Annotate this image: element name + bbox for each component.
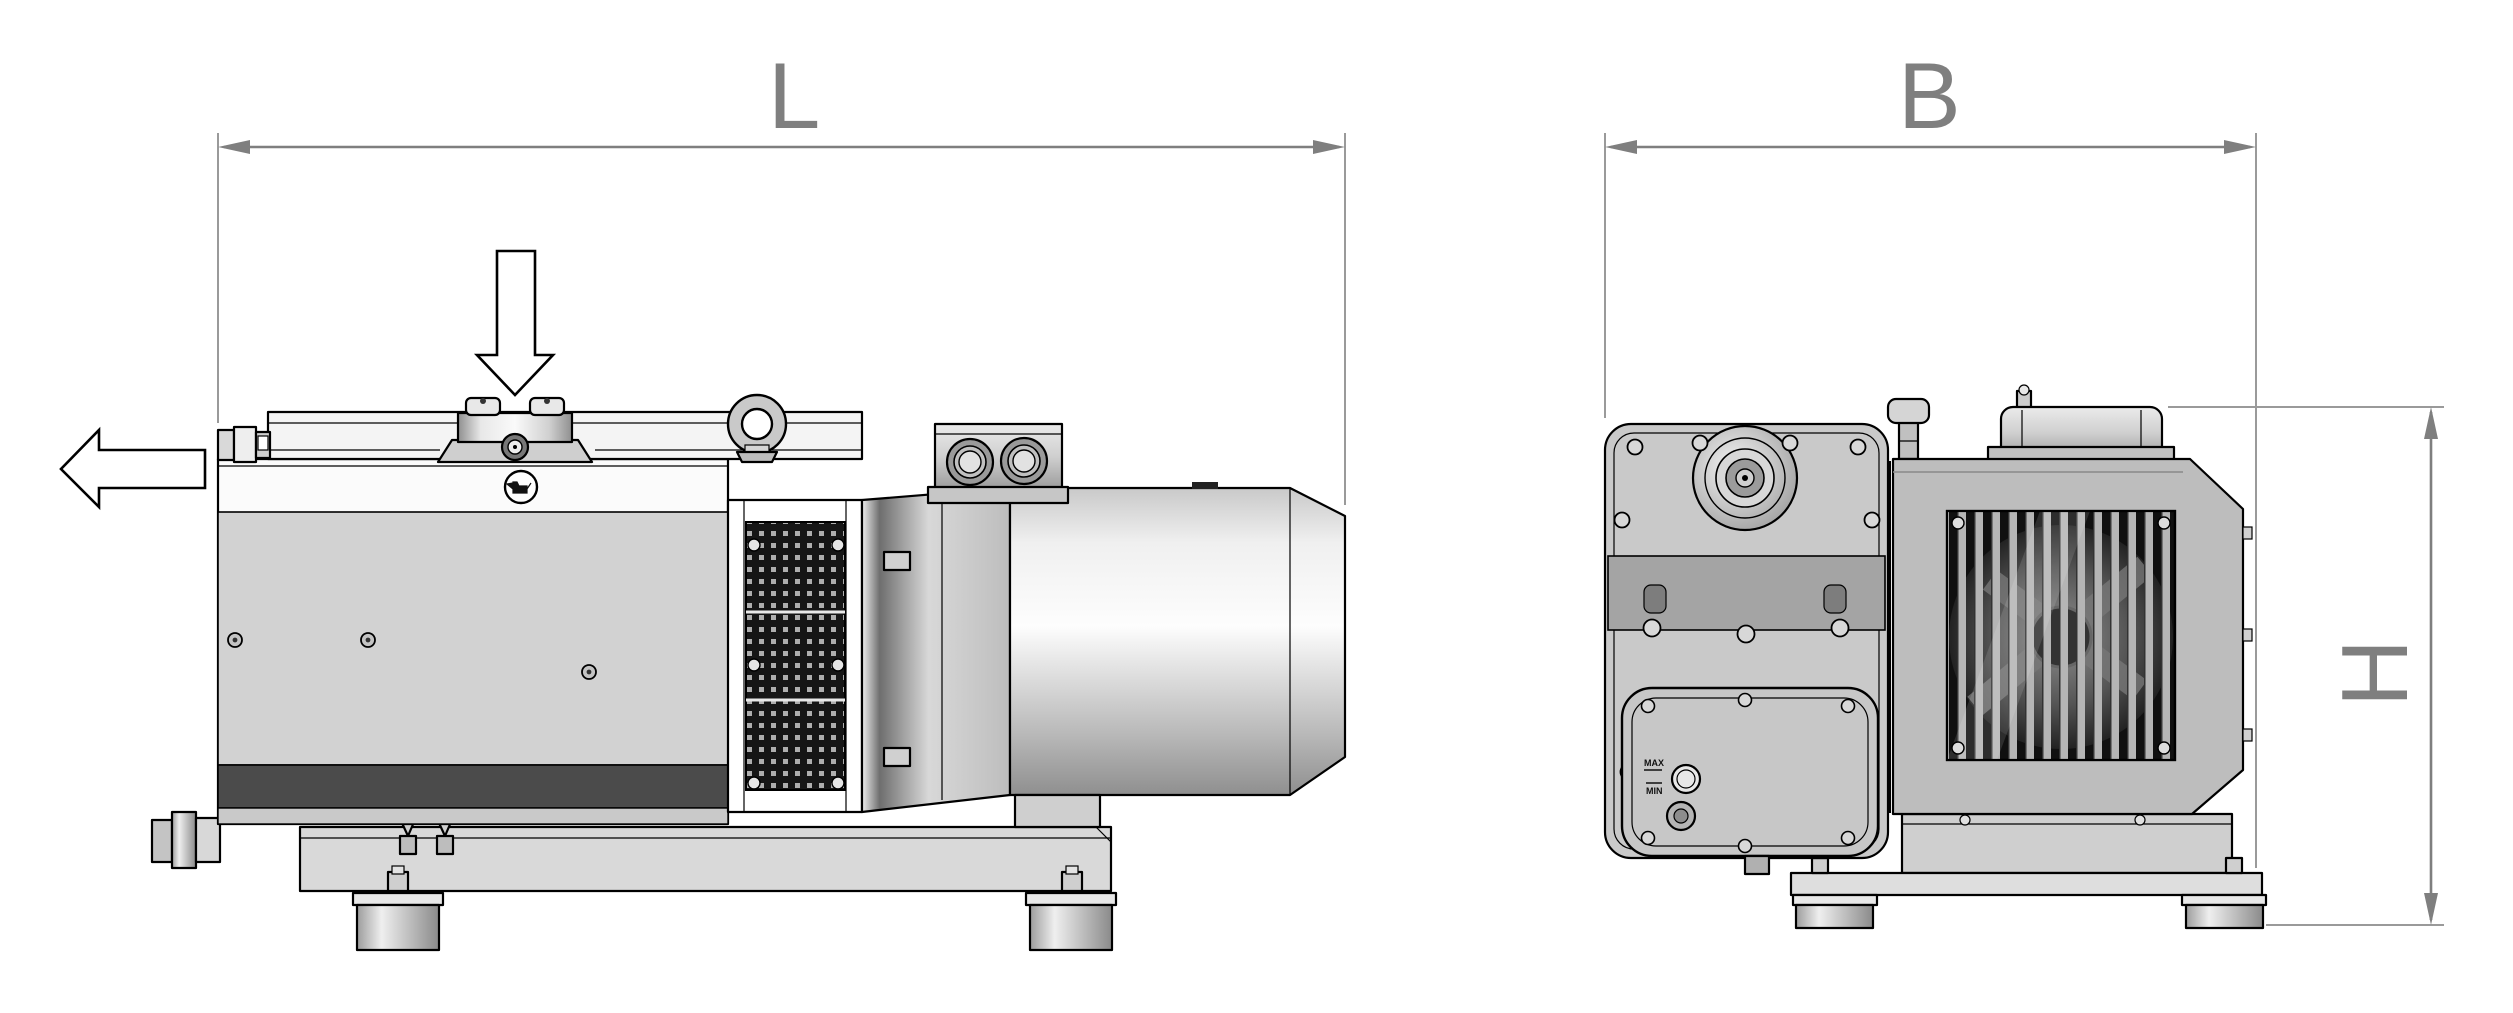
machine-foot — [1024, 891, 1118, 952]
foot-plate — [1789, 871, 2264, 897]
band-recess — [1643, 584, 1667, 614]
arrowhead-up-icon — [2424, 407, 2438, 439]
foot-bolt — [1060, 865, 1084, 893]
dark-skirt-band — [217, 764, 729, 809]
oil-sight-glass-top — [1691, 424, 1799, 532]
pump-body — [216, 457, 730, 826]
side-panel — [217, 511, 729, 766]
base-rail — [298, 825, 1113, 893]
oil-sight-glass — [1670, 763, 1702, 795]
base-frame — [1789, 812, 2264, 897]
oil-max-label: MAX — [1644, 758, 1664, 768]
base-bracket — [1900, 812, 2234, 875]
oil-fill-icon — [503, 469, 539, 505]
band-recess — [1823, 584, 1847, 614]
fan-cowl — [1891, 457, 2253, 816]
coupling-guard — [726, 498, 864, 814]
side-view: L — [59, 43, 1347, 952]
screw-head — [581, 664, 597, 680]
motor — [926, 422, 1347, 829]
motor-end-cap — [1986, 384, 2176, 463]
cover-bolts — [1640, 692, 1856, 854]
base-frame — [298, 825, 1113, 893]
motor-body — [1008, 486, 1347, 797]
grille-screw — [1951, 741, 1965, 755]
arrowhead-down-icon — [2424, 893, 2438, 925]
bottom-stub — [1743, 854, 1771, 876]
mesh-grille — [745, 521, 846, 791]
foot-bolt — [2224, 856, 2244, 875]
dimension-width: B — [1604, 43, 2257, 868]
screw-head — [360, 632, 376, 648]
base-rail-chamfer — [1095, 826, 1112, 843]
bracket-bolt — [2134, 814, 2146, 826]
lug-bolt — [544, 398, 550, 404]
grille-screw — [1951, 516, 1965, 530]
length-label: L — [768, 43, 820, 148]
hex-bolt — [882, 746, 912, 768]
arrow-down-icon — [473, 249, 557, 397]
arrowhead-right-icon — [1313, 140, 1345, 154]
inlet-flange — [436, 396, 594, 464]
machine-foot — [1791, 893, 1879, 930]
arrowhead-right-icon — [2224, 140, 2256, 154]
mesh-screws — [747, 538, 845, 790]
grille-screw — [2157, 741, 2171, 755]
arrowhead-left-icon — [1605, 140, 1637, 154]
oil-separator-box: MAX MIN — [1603, 422, 1890, 876]
oil-box-lower-cover: MAX MIN — [1620, 686, 1880, 858]
cowl-tab — [2242, 526, 2253, 540]
cable-gland — [999, 436, 1049, 486]
oil-drain-plug — [1665, 800, 1697, 832]
cowl-tab — [2242, 628, 2253, 642]
oil-min-label: MIN — [1646, 786, 1663, 796]
bracket-bolt — [1959, 814, 1971, 826]
machine-foot — [2180, 893, 2268, 930]
front-view: B H — [1603, 43, 2444, 930]
dimension-length: L — [217, 43, 1346, 505]
foot-bolt — [1810, 856, 1830, 875]
cable-gland — [945, 437, 995, 487]
lower-strip — [217, 807, 729, 825]
terminal-box — [926, 422, 1070, 505]
height-label: H — [2322, 639, 2427, 707]
exhaust-port — [216, 425, 272, 464]
motor-pedestal — [1013, 793, 1102, 829]
port-nipple — [257, 435, 269, 451]
lug-bolt — [480, 398, 486, 404]
bell-housing — [860, 486, 1012, 814]
cowl-tab — [2242, 728, 2253, 742]
width-label: B — [1898, 43, 1961, 148]
foot-bolt — [386, 865, 410, 893]
breather-plug — [1886, 397, 1931, 461]
machine-foot — [351, 891, 445, 952]
terminal-box-base — [926, 485, 1070, 505]
motor-vent-tab — [1192, 482, 1218, 489]
fan-grille — [1945, 509, 2177, 762]
lifting-eyebolt-icon — [726, 393, 788, 464]
dimension-height: H — [2168, 406, 2444, 926]
arrowhead-left-icon — [218, 140, 250, 154]
grille-screw — [2157, 516, 2171, 530]
screw-head — [227, 632, 243, 648]
arrow-left-icon — [59, 426, 207, 511]
hex-bolt — [882, 550, 912, 572]
